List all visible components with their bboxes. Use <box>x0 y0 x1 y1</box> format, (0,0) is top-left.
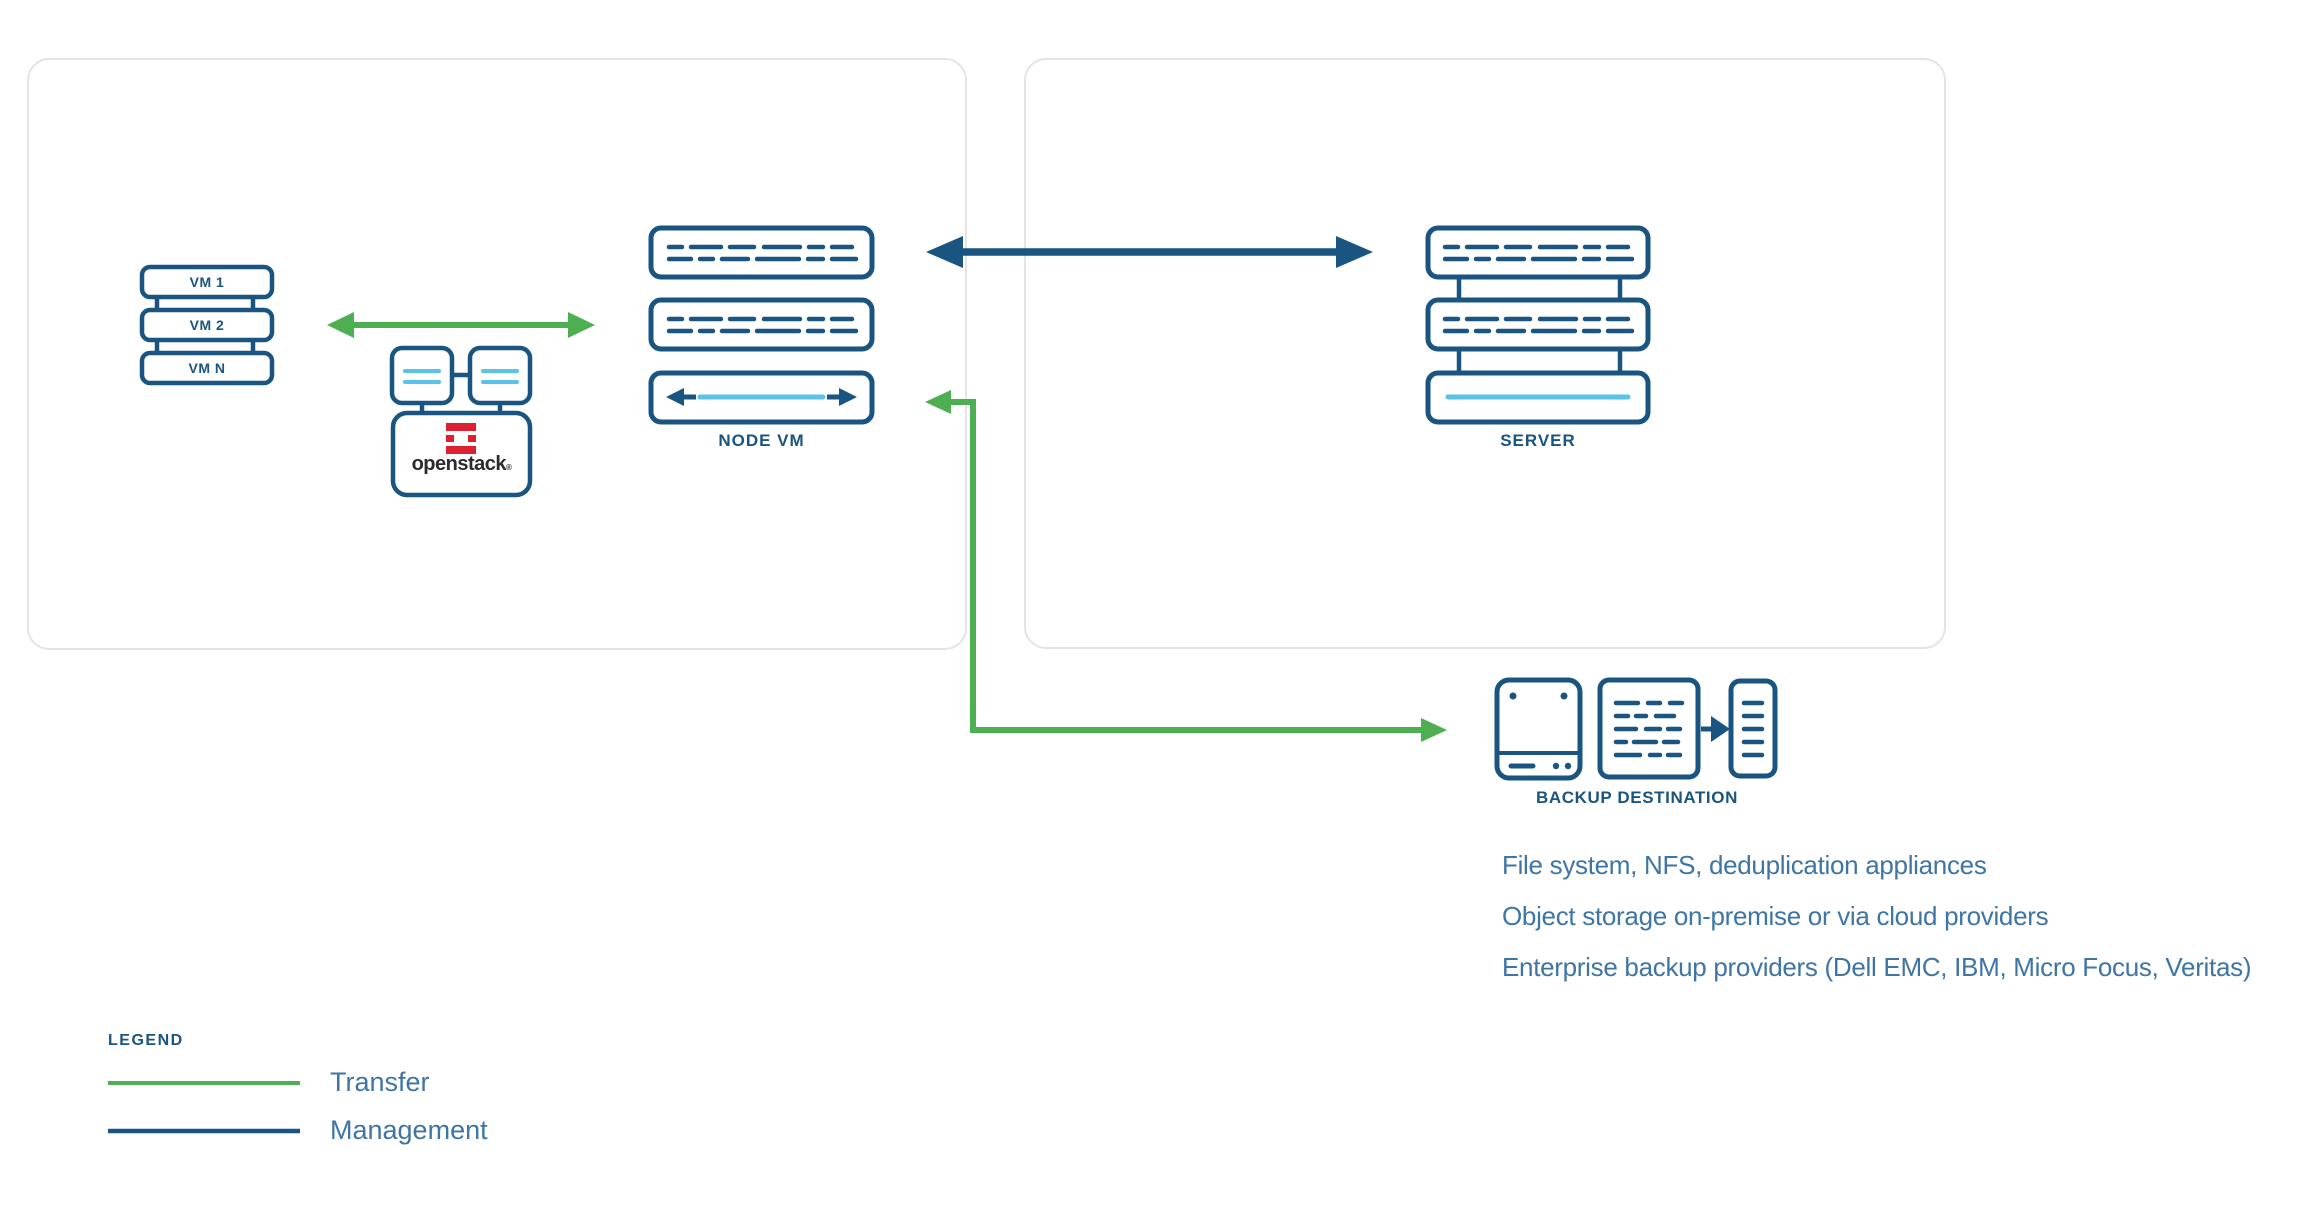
node-vm-stack-icon <box>648 225 875 425</box>
server-environment-panel <box>1024 58 1946 649</box>
backup-destination-label: BACKUP DESTINATION <box>1536 788 1738 807</box>
openstack-icon <box>389 345 533 498</box>
backup-destination-icon <box>1494 677 1778 781</box>
description-line: File system, NFS, deduplication applianc… <box>1502 850 1987 880</box>
storage-appliance-icon <box>1494 677 1583 781</box>
registered-trademark: ® <box>506 463 512 472</box>
legend-item-transfer: Transfer <box>330 1067 430 1097</box>
legend-item-management: Management <box>330 1115 488 1145</box>
tape-column-icon <box>1728 678 1778 779</box>
vm2-label: VM 2 <box>189 317 225 333</box>
legend-title: LEGEND <box>108 1032 184 1049</box>
server-label: SERVER <box>1500 431 1576 450</box>
file-storage-icon <box>1597 677 1701 780</box>
vmn-label: VM N <box>188 360 226 376</box>
openstack-wordmark: openstack® <box>411 453 512 475</box>
openstack-logo-mark <box>446 423 476 454</box>
server-stack-icon <box>1425 225 1651 425</box>
description-line: Enterprise backup providers (Dell EMC, I… <box>1502 952 2252 982</box>
transfer-arrow-vm-node <box>327 312 595 338</box>
arrow-right-icon <box>1701 716 1730 742</box>
node-vm-label: NODE VM <box>718 431 805 450</box>
transfer-arrow-node-backup <box>925 390 1447 742</box>
description-line: Object storage on-premise or via cloud p… <box>1502 901 2049 931</box>
management-arrow-node-server <box>926 236 1373 268</box>
vm1-label: VM 1 <box>189 274 225 290</box>
backup-destination-description: File system, NFS, deduplication applianc… <box>1502 840 2304 993</box>
vm-stack-icon <box>139 264 275 386</box>
